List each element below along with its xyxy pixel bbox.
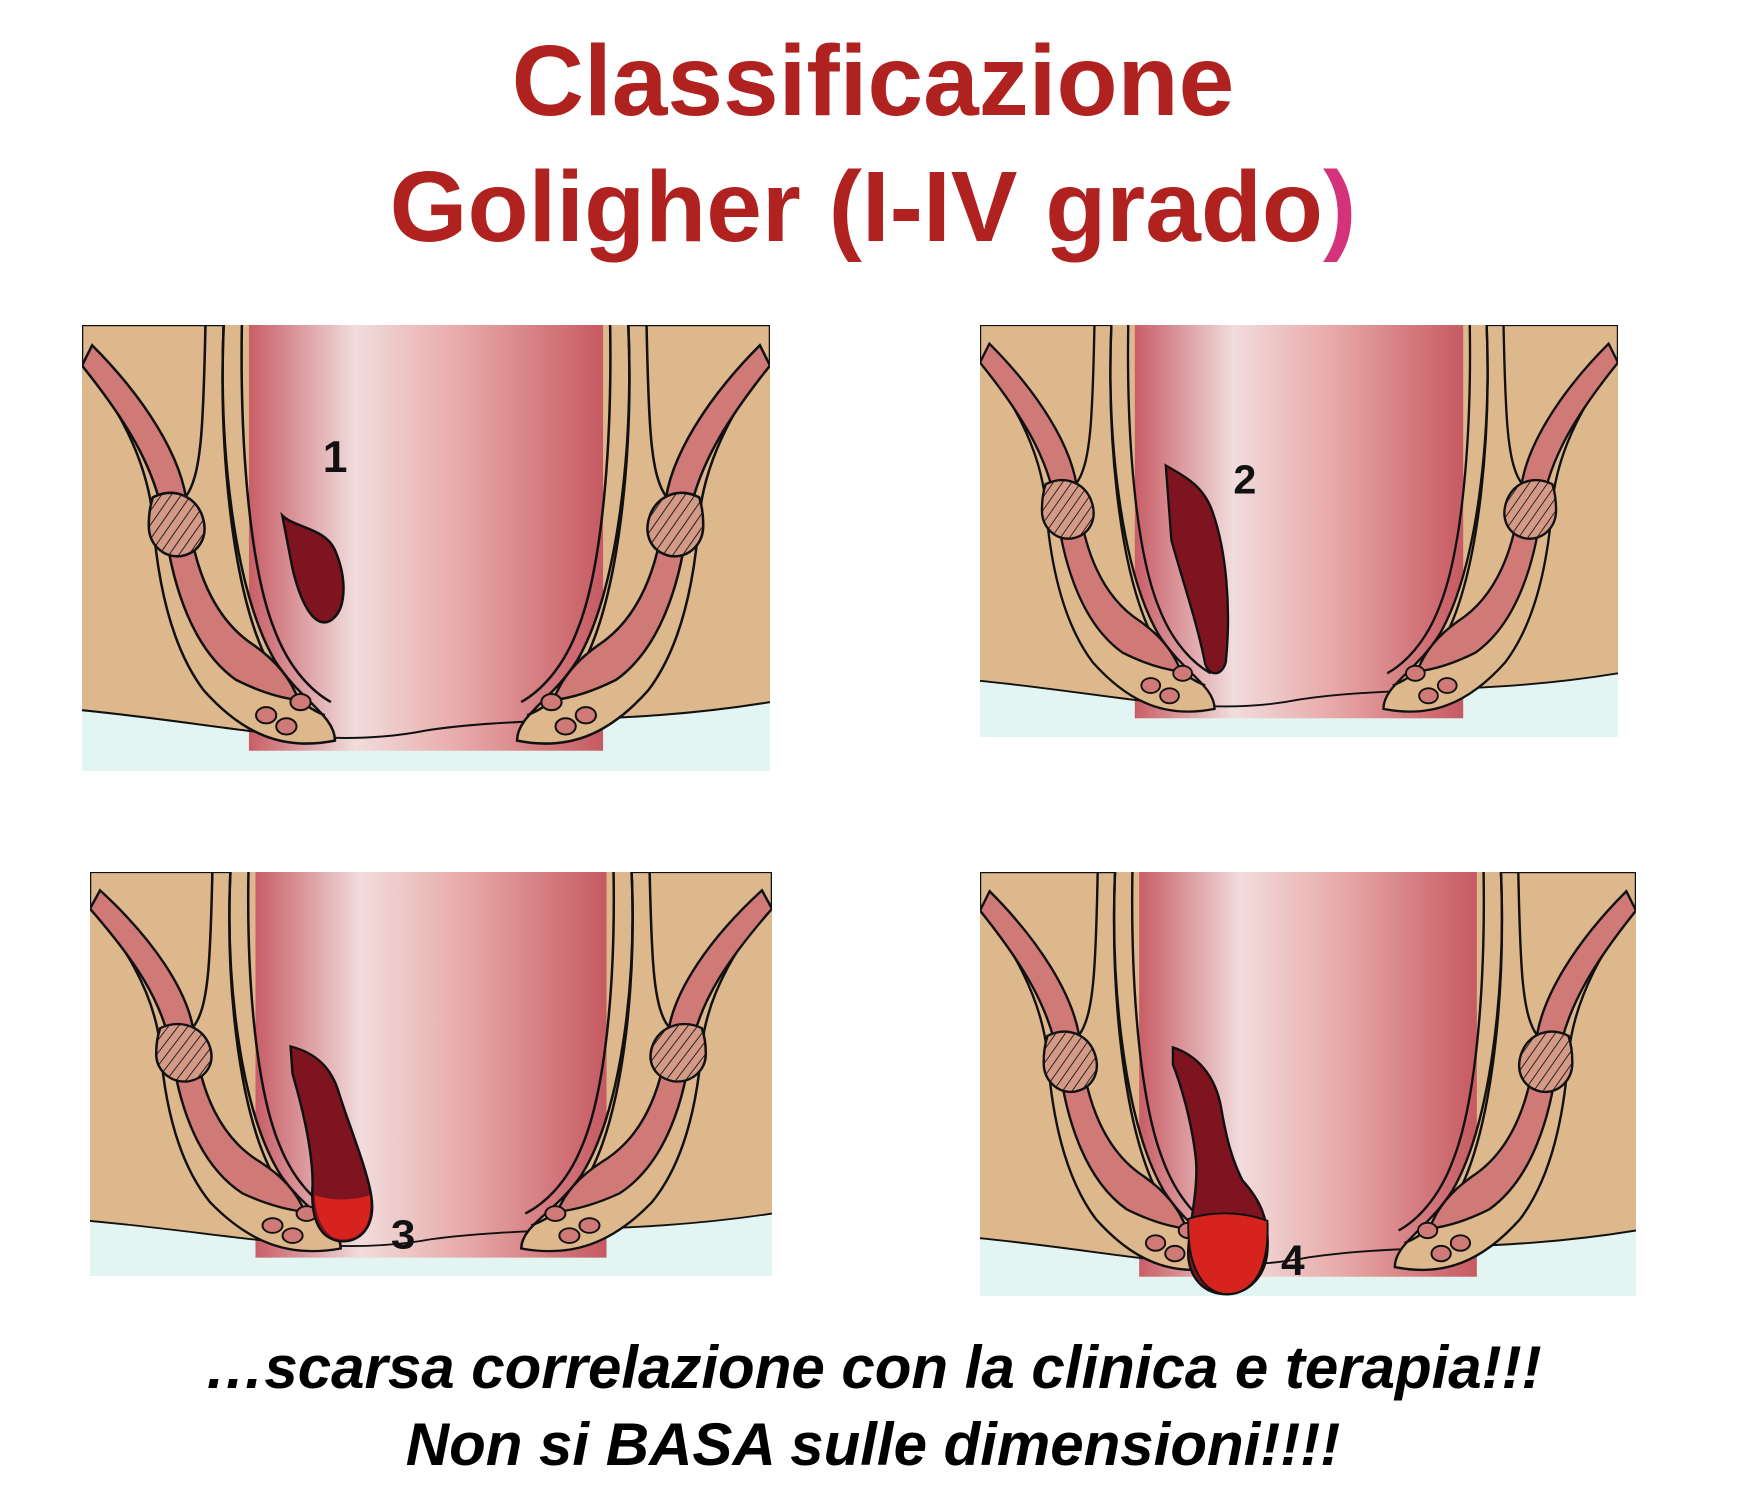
title-line-2: Goligher (I-IV grado) bbox=[0, 144, 1746, 270]
diagram-grade-1: 1 bbox=[82, 325, 770, 771]
diagram-grade-2: 2 bbox=[980, 325, 1618, 737]
title-line-1: Classificazione bbox=[511, 25, 1235, 137]
grade-label-1: 1 bbox=[323, 433, 348, 482]
diagram-grade-3: 3 bbox=[90, 872, 772, 1276]
grade-label-3: 3 bbox=[391, 1212, 416, 1257]
hemorrhoid-grade-3 bbox=[289, 1044, 374, 1243]
title-closing-paren: ) bbox=[1323, 151, 1357, 263]
hemorrhoid-grade-1 bbox=[280, 511, 345, 624]
diagram-grade-4: 4 bbox=[980, 872, 1636, 1296]
grade-label-2: 2 bbox=[1233, 457, 1256, 503]
grade-label-4: 4 bbox=[1281, 1237, 1305, 1284]
footer-note-line-1: …scarsa correlazione con la clinica e te… bbox=[204, 1334, 1542, 1401]
hemorrhoid-grade-2 bbox=[1164, 463, 1230, 675]
title-line-2-main: Goligher (I-IV grado bbox=[389, 151, 1324, 263]
footer-note-line-2: Non si BASA sulle dimensioni!!!! bbox=[405, 1411, 1341, 1478]
slide-title: Classificazione Goligher (I-IV grado) bbox=[0, 18, 1746, 270]
